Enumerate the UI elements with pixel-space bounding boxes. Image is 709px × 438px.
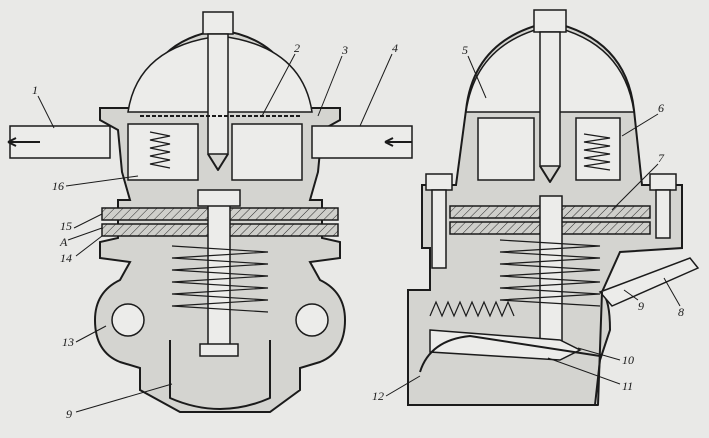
callout-A: A [59,235,68,249]
right-pushrod [539,195,563,347]
right-lever-spring [429,300,515,318]
callout-13: 13 [62,335,74,349]
left-flange-hole-left [111,303,145,337]
right-left-screw-head [425,173,453,191]
callout-15: 15 [60,219,72,233]
right-bolt-tip [539,165,561,183]
right-rocker-arm [419,335,601,373]
callout-11: 11 [622,379,633,393]
callout-12: 12 [372,389,384,403]
right-external-lever [598,257,700,307]
right-valve-chamber-left [477,117,535,181]
left-lever-cup [169,340,271,410]
callout-3: 3 [341,43,348,57]
right-cover-bolt-head [533,9,567,33]
left-inlet-arrow [384,137,412,147]
right-right-screw-head [649,173,677,191]
left-inlet-valve-chamber [231,123,303,181]
callout-5: 5 [462,43,468,57]
left-cover-bolt-shank [207,33,229,155]
right-valve-chamber-right [575,117,621,181]
left-delivery-valve-spring [149,131,171,169]
right-right-screw [655,189,671,239]
callout-9-right: 9 [638,299,644,313]
callout-16: 16 [52,179,64,193]
callout-8: 8 [678,305,684,319]
left-outlet-arrow [7,137,40,147]
callout-9-left: 9 [66,407,72,421]
callout-6: 6 [658,101,664,115]
callout-10: 10 [622,353,634,367]
left-section-view [7,11,413,413]
left-pushrod-end [199,343,239,357]
right-priming-lever [429,329,582,361]
right-diaphragm-spring [499,239,601,307]
leader-lines [37,53,681,413]
right-section-view [407,9,700,406]
right-valve-spring [583,133,611,171]
callout-7: 7 [658,151,665,165]
left-bolt-tip [207,153,229,171]
right-left-screw [431,189,447,269]
left-delivery-valve-chamber [127,123,199,181]
callout-14: 14 [60,251,72,265]
left-diaphragm-spring [171,245,269,313]
callout-2: 2 [294,41,300,55]
callout-1: 1 [32,83,38,97]
right-lower-cover [407,290,603,406]
callout-4: 4 [392,41,398,55]
left-pushrod-nut [197,189,241,207]
left-cover-bolt-head [202,11,234,35]
callout-labels: 1 2 3 4 5 6 7 8 9 9 10 11 12 13 14 15 16… [32,41,684,421]
left-flange-hole-right [295,303,329,337]
right-cover-bolt-shank [539,31,561,167]
